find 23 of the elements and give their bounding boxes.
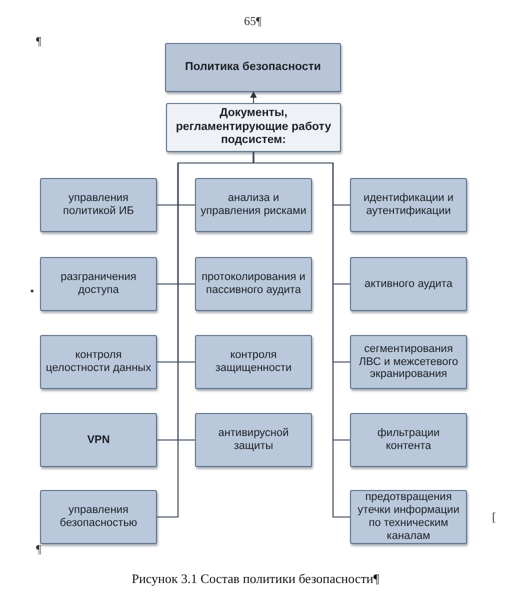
subsystem-box: управления политикой ИБ xyxy=(40,178,157,232)
page-mark: ¶ xyxy=(36,34,42,49)
subsystem-box: протоколирования и пассивного аудита xyxy=(195,257,312,311)
page-mark: [ xyxy=(492,510,496,525)
figure-caption: Рисунок 3.1 Состав политики безопасности¶ xyxy=(130,571,380,587)
subsystem-box: разграничения доступа xyxy=(40,257,157,311)
documents-box: Документы, регламентирующие работу подсистем: xyxy=(166,103,341,152)
subsystem-box: предотвращения утечки информации по техническим каналам xyxy=(350,490,467,544)
subsystem-box: контроля защищенности xyxy=(195,335,312,389)
subsystem-box: активного аудита xyxy=(350,257,467,311)
page-mark: • xyxy=(30,284,34,299)
subsystem-box: антивирусной защиты xyxy=(195,413,312,467)
subsystem-box: управления безопасностью xyxy=(40,490,157,544)
page-mark: 65¶ xyxy=(244,14,262,29)
subsystem-box: контроля целостности данных xyxy=(40,335,157,389)
subsystem-box: анализа и управления рисками xyxy=(195,178,312,232)
subsystem-box: фильтрации контента xyxy=(350,413,467,467)
subsystem-box: VPN xyxy=(40,413,157,467)
subsystem-box: идентификации и аутентификации xyxy=(350,178,467,232)
connector-line xyxy=(250,91,257,103)
subsystem-box: сегментирования ЛВС и межсетевого экранирования xyxy=(350,335,467,389)
policy-box: Политика безопасности xyxy=(165,43,341,92)
page-mark: ¶ xyxy=(36,542,42,557)
